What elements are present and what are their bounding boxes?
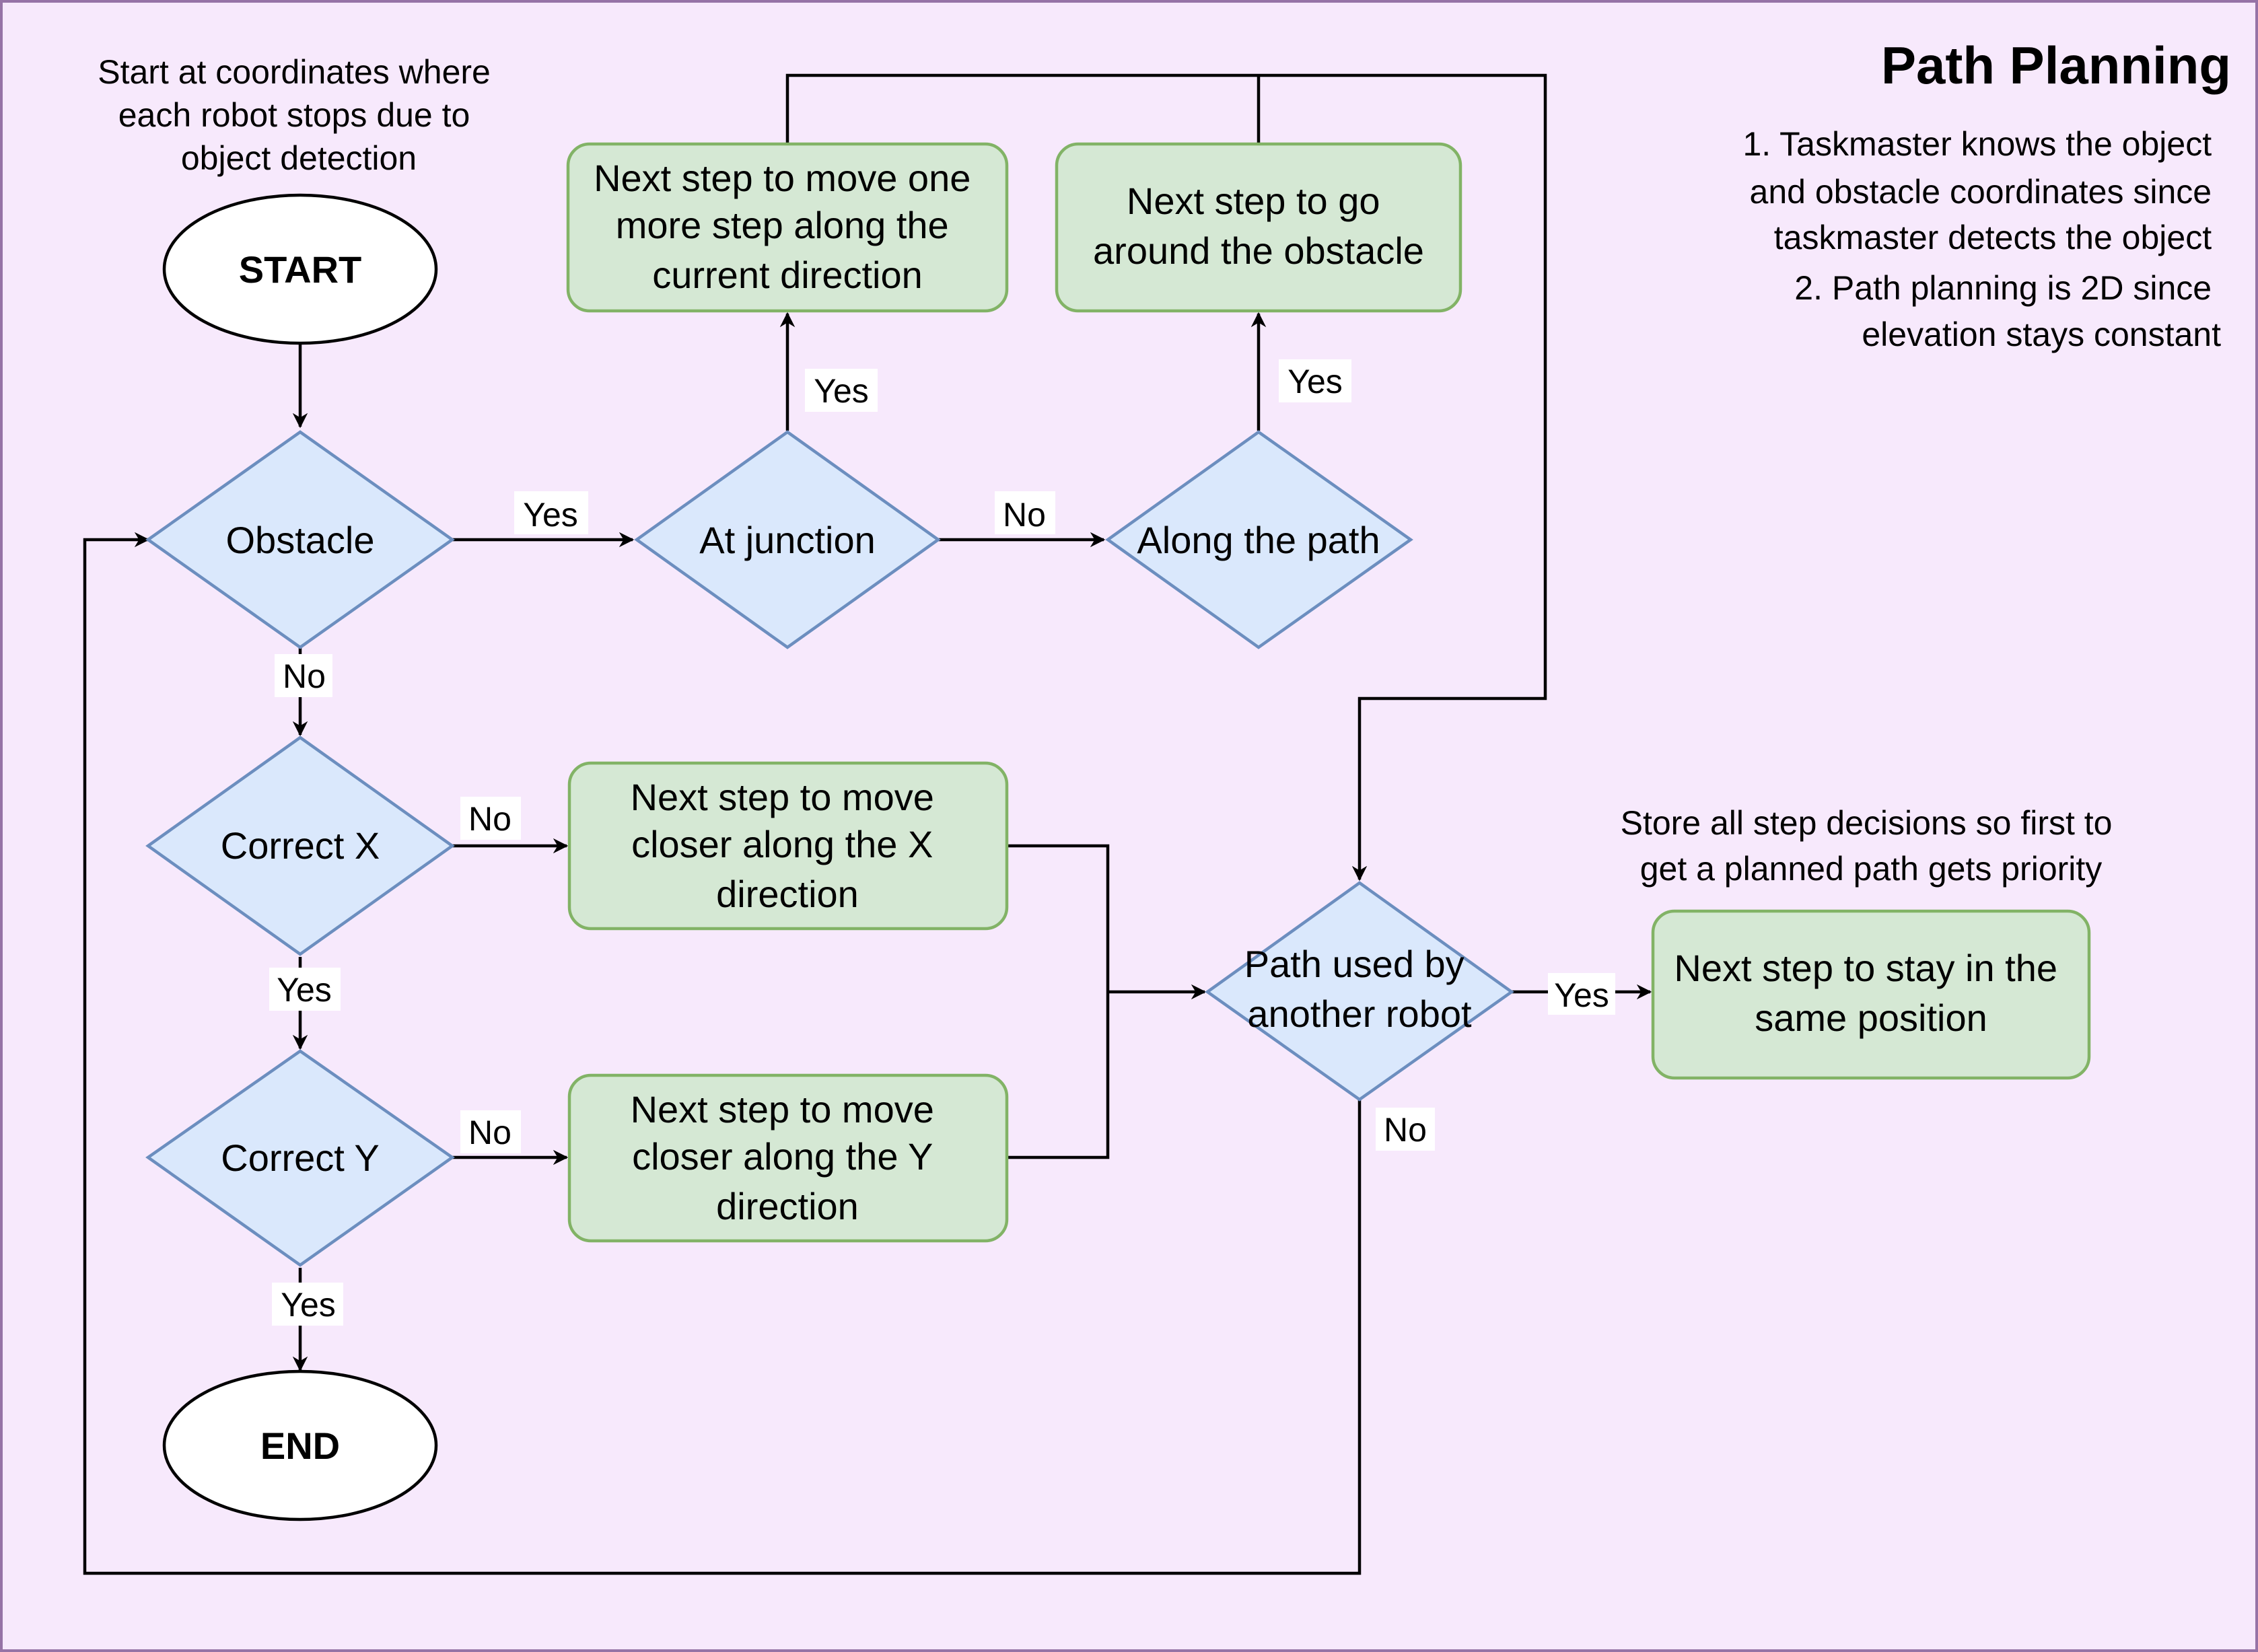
- edge-label-junction-yes: Yes: [814, 372, 869, 410]
- svg-text:Next step to stay in the: Next step to stay in the same position: [1674, 947, 2068, 1039]
- svg-text:Correct Y: Correct Y: [221, 1137, 379, 1179]
- edge-label-junction-no: No: [1003, 496, 1046, 534]
- edge-label-correct-y-no: No: [468, 1114, 511, 1151]
- svg-text:Path used by another rob: Path used by another robot: [1244, 943, 1475, 1035]
- decision-correct-x: Correct X: [145, 735, 455, 956]
- svg-text:Next step to move closer: Next step to move closer along the Y dir…: [631, 1088, 945, 1227]
- edge-label-path-used-no: No: [1384, 1111, 1427, 1149]
- svg-text:Next step to move closer: Next step to move closer along the X dir…: [631, 776, 945, 915]
- edge-path-used-loop-to-obstacle: [83, 532, 1362, 1575]
- edge-labels: Yes No Yes Yes No No Yes No Yes Yes No: [269, 359, 1615, 1326]
- decision-path-used: Path used by another robot: [1205, 881, 1514, 1102]
- svg-text:Next step to go around t: Next step to go around the obstacle: [1093, 180, 1424, 272]
- edge-label-obstacle-yes: Yes: [523, 496, 578, 534]
- decision-along-path: Along the path: [1105, 430, 1413, 649]
- decision-obstacle: Obstacle: [145, 430, 455, 649]
- edge-label-correct-x-no: No: [468, 800, 511, 838]
- edge-move-x-y-merge: [1007, 844, 1110, 1159]
- svg-text:END: END: [260, 1425, 340, 1467]
- end-node: END: [162, 1369, 438, 1521]
- edge-label-correct-y-yes: Yes: [281, 1286, 336, 1324]
- edge-label-obstacle-no: No: [283, 657, 326, 695]
- process-go-around: Next step to go around the obstacle: [1055, 142, 1462, 313]
- process-stay: Next step to stay in the same position: [1651, 909, 2091, 1080]
- diagram-title: Path Planning: [1881, 36, 2231, 95]
- process-move-one-more: Next step to move one more step along th…: [566, 142, 1009, 313]
- decision-at-junction: At junction: [634, 430, 941, 649]
- edge-label-along-yes: Yes: [1287, 363, 1343, 400]
- start-node: START: [162, 193, 438, 345]
- edge-label-correct-x-yes: Yes: [277, 971, 332, 1009]
- process-move-x: Next step to move closer along the X dir…: [567, 761, 1009, 931]
- top-right-note: 1. Taskmaster knows the object and obsta…: [1742, 125, 2221, 353]
- decision-correct-y: Correct Y: [145, 1049, 455, 1267]
- svg-text:START: START: [239, 248, 362, 291]
- process-move-y: Next step to move closer along the Y dir…: [567, 1073, 1009, 1243]
- edge-top-loop-to-path-used: [785, 73, 1547, 882]
- svg-text:Next step to move one mo: Next step to move one more step along th…: [594, 157, 981, 296]
- start-note: Start at coordinates where each robot st…: [98, 53, 500, 177]
- svg-text:Along the path: Along the path: [1137, 519, 1380, 561]
- svg-text:Correct X: Correct X: [221, 824, 380, 867]
- edges: [83, 73, 1652, 1575]
- priority-note: Store all step decisions so first to get…: [1621, 804, 2122, 888]
- svg-text:Obstacle: Obstacle: [226, 519, 375, 561]
- svg-text:At junction: At junction: [699, 519, 876, 561]
- edge-label-path-used-yes: Yes: [1554, 976, 1609, 1014]
